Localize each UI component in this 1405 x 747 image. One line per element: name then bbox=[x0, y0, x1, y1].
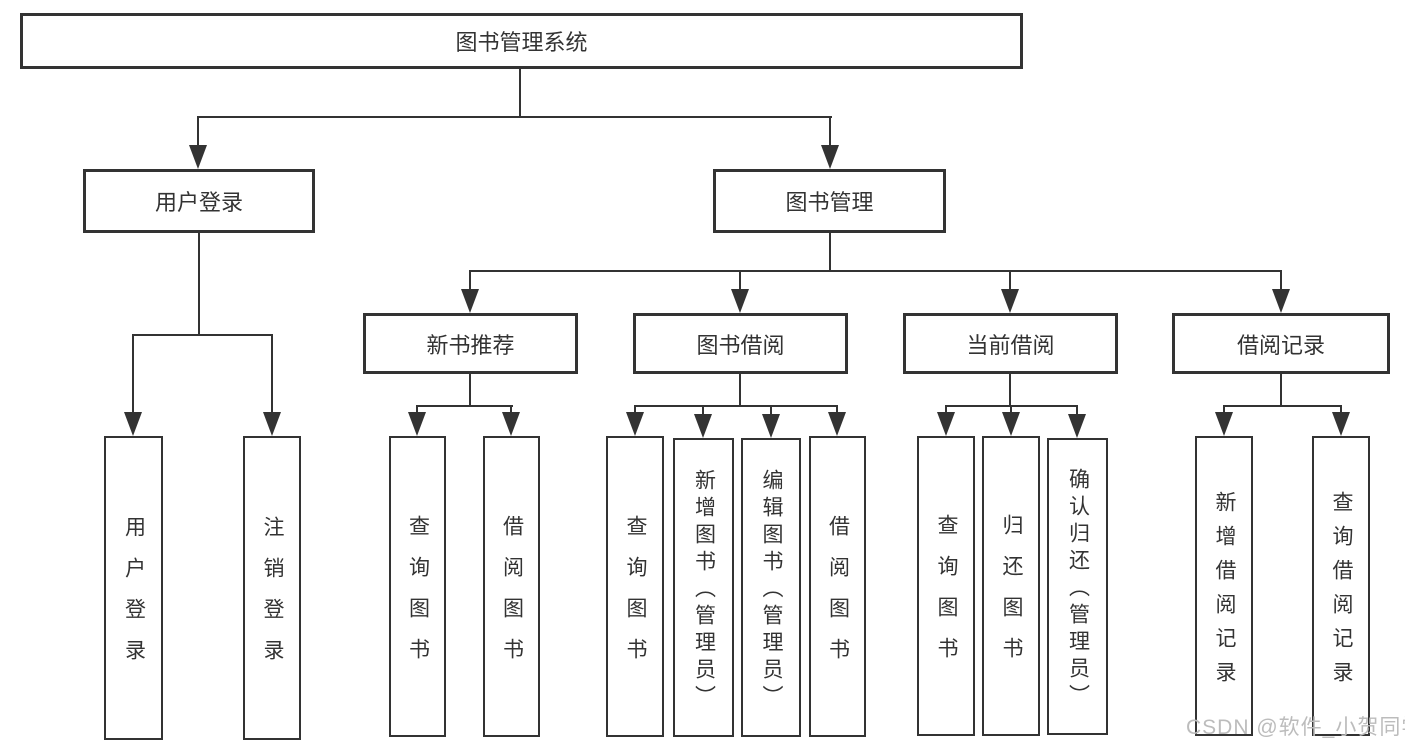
arrow-down-icon bbox=[731, 289, 749, 313]
leaf-borrow-book: 借阅图书 bbox=[483, 436, 540, 737]
leaf-edit-book-admin: 编辑图书（管理员） bbox=[741, 438, 801, 737]
connector-line bbox=[945, 405, 947, 415]
connector-line bbox=[469, 270, 471, 292]
leaf-query-book: 查询图书 bbox=[606, 436, 664, 737]
node-user-login: 用户登录 bbox=[83, 169, 315, 233]
connector-line bbox=[198, 233, 200, 336]
connector-line bbox=[197, 116, 832, 118]
connector-line bbox=[634, 405, 838, 407]
connector-line bbox=[739, 270, 741, 292]
leaf-query-book: 查询图书 bbox=[917, 436, 975, 736]
leaf-return-book: 归还图书 bbox=[982, 436, 1040, 736]
connector-line bbox=[1009, 374, 1011, 407]
arrow-down-icon bbox=[502, 412, 520, 436]
connector-line bbox=[1010, 405, 1012, 415]
leaf-borrow-book: 借阅图书 bbox=[809, 436, 866, 737]
connector-line bbox=[416, 405, 418, 415]
leaf-user-login: 用户登录 bbox=[104, 436, 163, 740]
arrow-down-icon bbox=[1215, 412, 1233, 436]
connector-line bbox=[1076, 405, 1078, 416]
arrow-down-icon bbox=[1002, 412, 1020, 436]
arrow-down-icon bbox=[762, 414, 780, 438]
arrow-down-icon bbox=[1272, 289, 1290, 313]
connector-line bbox=[1280, 374, 1282, 407]
arrow-down-icon bbox=[828, 412, 846, 436]
arrow-down-icon bbox=[408, 412, 426, 436]
arrow-down-icon bbox=[263, 412, 281, 436]
connector-line bbox=[634, 405, 636, 415]
node-root-library-system: 图书管理系统 bbox=[20, 13, 1023, 69]
arrow-down-icon bbox=[189, 145, 207, 169]
leaf-add-borrow-record: 新增借阅记录 bbox=[1195, 436, 1253, 736]
connector-line bbox=[519, 69, 521, 118]
connector-line bbox=[739, 374, 741, 407]
connector-line bbox=[1223, 405, 1342, 407]
leaf-add-book-admin: 新增图书（管理员） bbox=[673, 438, 734, 737]
arrow-down-icon bbox=[1068, 414, 1086, 438]
connector-line bbox=[702, 405, 704, 416]
connector-line bbox=[510, 405, 512, 415]
connector-line bbox=[197, 116, 199, 148]
connector-line bbox=[1280, 270, 1282, 292]
connector-line bbox=[1340, 405, 1342, 415]
arrow-down-icon bbox=[124, 412, 142, 436]
arrow-down-icon bbox=[937, 412, 955, 436]
connector-line bbox=[416, 405, 513, 407]
arrow-down-icon bbox=[626, 412, 644, 436]
connector-line bbox=[1223, 405, 1225, 415]
arrow-down-icon bbox=[1001, 289, 1019, 313]
node-book-management: 图书管理 bbox=[713, 169, 946, 233]
node-current-borrow: 当前借阅 bbox=[903, 313, 1118, 374]
node-book-borrow: 图书借阅 bbox=[633, 313, 848, 374]
node-borrow-record: 借阅记录 bbox=[1172, 313, 1390, 374]
connector-line bbox=[469, 270, 1282, 272]
connector-line bbox=[132, 334, 273, 336]
leaf-query-book: 查询图书 bbox=[389, 436, 446, 737]
connector-line bbox=[770, 405, 772, 416]
connector-line bbox=[271, 334, 273, 414]
arrow-down-icon bbox=[1332, 412, 1350, 436]
connector-line bbox=[469, 374, 471, 407]
arrow-down-icon bbox=[821, 145, 839, 169]
leaf-logout: 注销登录 bbox=[243, 436, 301, 740]
csdn-watermark: CSDN @软件_小贺同学 bbox=[1186, 716, 1405, 739]
connector-line bbox=[829, 116, 831, 148]
leaf-query-borrow-record: 查询借阅记录 bbox=[1312, 436, 1370, 736]
connector-line bbox=[132, 334, 134, 414]
connector-line bbox=[1009, 270, 1011, 292]
node-new-book-recommend: 新书推荐 bbox=[363, 313, 578, 374]
arrow-down-icon bbox=[694, 414, 712, 438]
connector-line bbox=[829, 233, 831, 272]
leaf-confirm-return-admin: 确认归还（管理员） bbox=[1047, 438, 1108, 735]
connector-line bbox=[836, 405, 838, 415]
arrow-down-icon bbox=[461, 289, 479, 313]
